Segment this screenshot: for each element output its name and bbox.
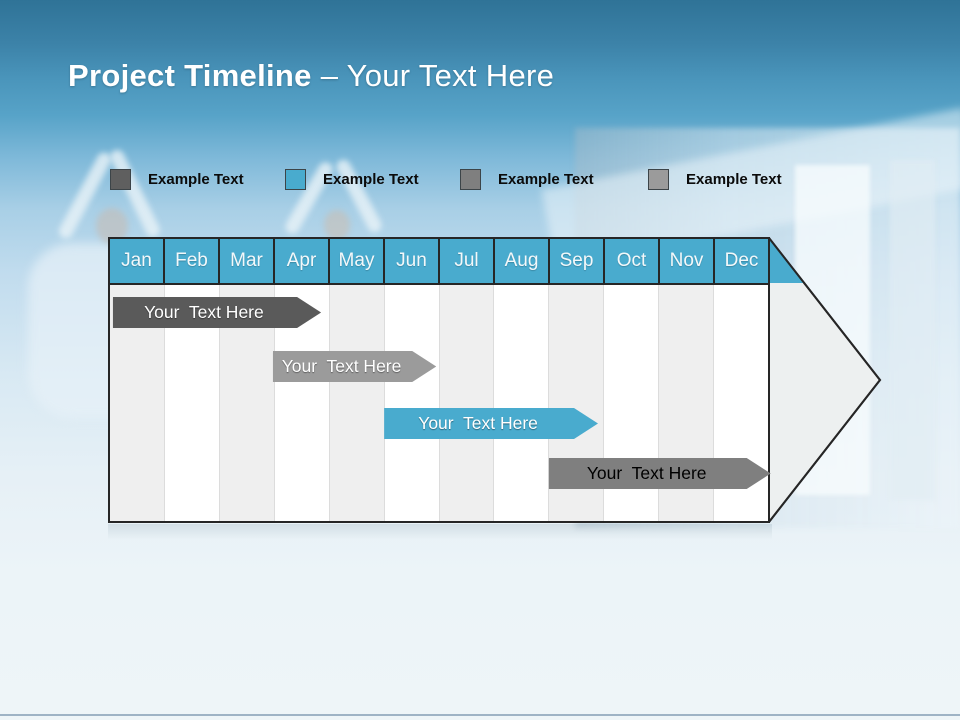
timeline-bar-3[interactable]: Your Text Here bbox=[384, 408, 598, 439]
background-figure2-arm-right-decor bbox=[334, 157, 384, 235]
legend-swatch-icon bbox=[110, 169, 131, 190]
table-reflection bbox=[108, 524, 772, 540]
month-cell-mar: Mar bbox=[220, 239, 273, 283]
month-cell-apr: Apr bbox=[275, 239, 328, 283]
legend-label: Example Text bbox=[148, 171, 244, 188]
month-cell-jul: Jul bbox=[440, 239, 493, 283]
legend-swatch-icon bbox=[460, 169, 481, 190]
grid-column-apr bbox=[273, 285, 329, 521]
slide-title-main: Project Timeline bbox=[68, 58, 312, 93]
legend-swatch-icon bbox=[648, 169, 669, 190]
month-cell-dec: Dec bbox=[715, 239, 768, 283]
timeline-bar-4[interactable]: Your Text Here bbox=[549, 458, 771, 489]
month-cell-may: May bbox=[330, 239, 383, 283]
legend-label: Example Text bbox=[686, 171, 782, 188]
legend-label: Example Text bbox=[323, 171, 419, 188]
grid-column-jul bbox=[438, 285, 494, 521]
timeline-bar-2[interactable]: Your Text Here bbox=[273, 351, 436, 382]
bottom-rule bbox=[0, 714, 960, 716]
month-cell-jun: Jun bbox=[385, 239, 438, 283]
arrowhead-shape bbox=[768, 237, 882, 523]
legend-swatch-icon bbox=[285, 169, 306, 190]
grid-column-aug bbox=[493, 285, 548, 521]
month-cell-nov: Nov bbox=[660, 239, 713, 283]
month-cell-sep: Sep bbox=[550, 239, 603, 283]
month-cell-feb: Feb bbox=[165, 239, 218, 283]
grid-column-jun bbox=[383, 285, 439, 521]
slide-title-sub: – Your Text Here bbox=[320, 58, 555, 93]
month-cell-jan: Jan bbox=[110, 239, 163, 283]
background-door2-decor bbox=[890, 160, 935, 500]
background-figure2-head-decor bbox=[324, 210, 350, 240]
background-figure1-arm-left-decor bbox=[56, 150, 114, 241]
background-figure1-arm-right-decor bbox=[107, 147, 163, 240]
grid-column-may bbox=[328, 285, 384, 521]
slide-title[interactable]: Project Timeline– Your Text Here bbox=[68, 58, 554, 94]
month-cell-oct: Oct bbox=[605, 239, 658, 283]
legend-label: Example Text bbox=[498, 171, 594, 188]
month-cell-aug: Aug bbox=[495, 239, 548, 283]
timeline-bar-1[interactable]: Your Text Here bbox=[113, 297, 321, 328]
